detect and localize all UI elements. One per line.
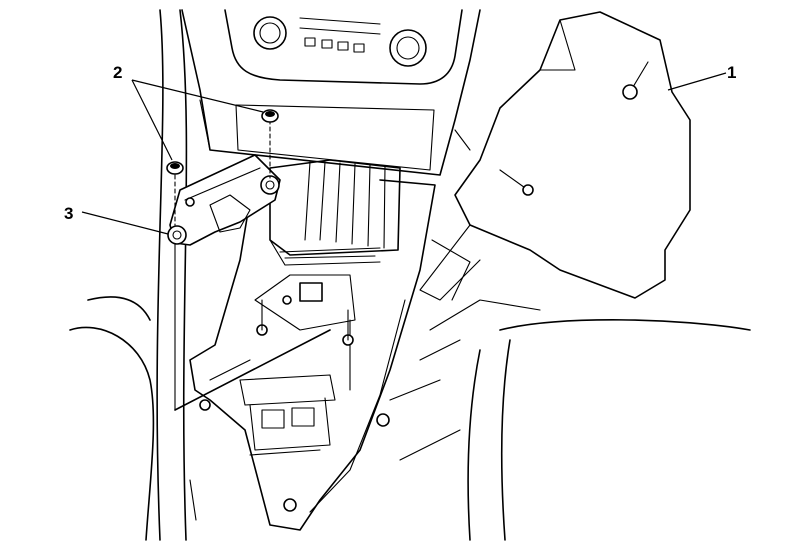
right-trim-panel (419, 11, 691, 301)
callout-label-2: 2 (113, 63, 123, 82)
callout-label-1: 1 (727, 63, 737, 82)
console-trim (174, 179, 436, 531)
right-seat (389, 299, 751, 541)
instrument-panel (181, 9, 481, 176)
left-side-panel (69, 9, 197, 541)
callout-label-3: 3 (64, 204, 74, 223)
nuts (166, 109, 279, 226)
lower-mechanism (239, 274, 356, 456)
bracket (167, 154, 281, 246)
center-console-module (269, 159, 401, 266)
callout-leaders (81, 72, 727, 235)
